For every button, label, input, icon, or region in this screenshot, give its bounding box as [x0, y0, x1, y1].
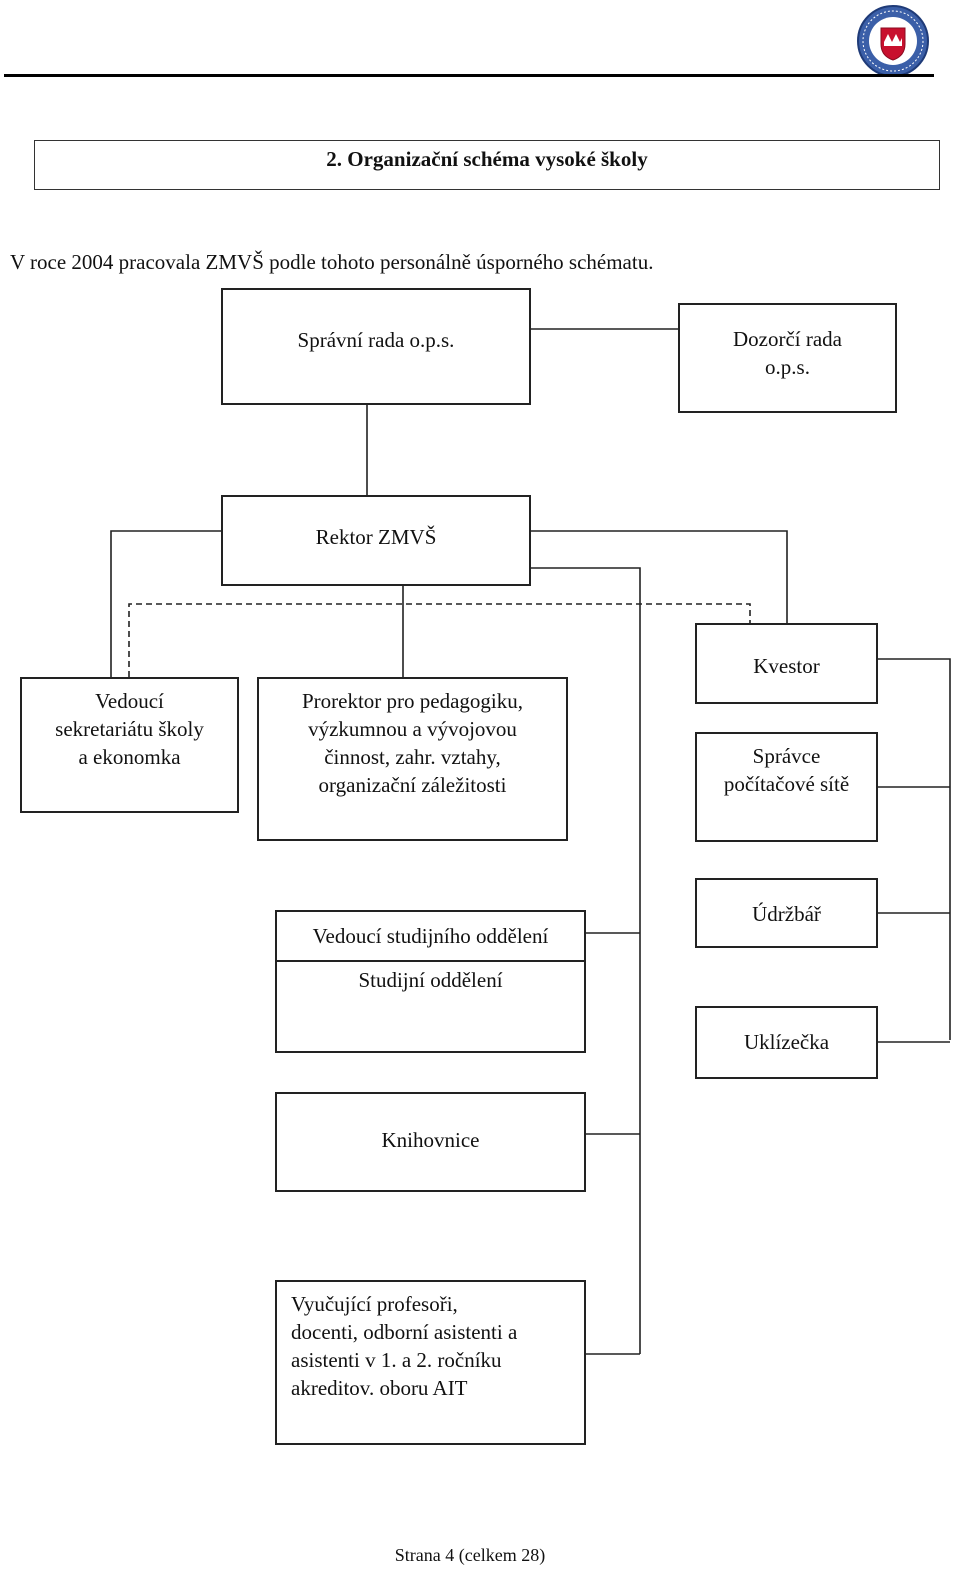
- supervisory-label-line1: Dozorčí rada: [732, 327, 843, 351]
- secretariat-line1: Vedoucí: [95, 689, 164, 713]
- library-label: Knihovnice: [381, 1128, 480, 1152]
- prorector-box: Prorektor pro pedagogiku, výzkumnou a vý…: [257, 677, 568, 841]
- teachers-line4: akreditov. oboru AIT: [291, 1376, 468, 1400]
- header-rule: [4, 74, 934, 77]
- teachers-line2: docenti, odborní asistenti a: [291, 1320, 518, 1344]
- bursar-box: Kvestor: [695, 623, 878, 704]
- section-title: 2. Organizační schéma vysoké školy: [34, 140, 940, 190]
- network-admin-box: Správce počítačové sítě: [695, 732, 878, 842]
- study-dept-label: Studijní oddělení: [358, 968, 503, 992]
- supervisory-board-box: Dozorčí rada o.p.s.: [678, 303, 897, 413]
- school-seal-logo: [857, 5, 929, 77]
- prorector-line1: Prorektor pro pedagogiku,: [301, 689, 524, 713]
- board-box: Správní rada o.p.s.: [221, 288, 531, 405]
- bursar-label: Kvestor: [753, 654, 820, 678]
- study-head-label: Vedoucí studijního oddělení: [277, 912, 584, 962]
- teachers-line3: asistenti v 1. a 2. ročníku: [291, 1348, 502, 1372]
- teachers-line1: Vyučující profesoři,: [291, 1292, 458, 1316]
- prorector-line2: výzkumnou a vývojovou: [308, 717, 517, 741]
- intro-text: V roce 2004 pracovala ZMVŠ podle tohoto …: [10, 250, 654, 274]
- maintenance-box: Údržbář: [695, 878, 878, 948]
- study-department-box: Vedoucí studijního oddělení Studijní odd…: [275, 910, 586, 1053]
- network-admin-line1: Správce: [752, 744, 821, 768]
- prorector-line3: činnost, zahr. vztahy,: [324, 745, 501, 769]
- page-footer: Strana 4 (celkem 28): [394, 1545, 546, 1565]
- secretariat-line3: a ekonomka: [78, 745, 181, 769]
- teachers-box: Vyučující profesoři, docenti, odborní as…: [275, 1280, 586, 1445]
- prorector-line4: organizační záležitosti: [318, 773, 507, 797]
- cleaner-label: Uklízečka: [743, 1030, 830, 1054]
- cleaner-box: Uklízečka: [695, 1006, 878, 1079]
- supervisory-label-line2: o.p.s.: [765, 355, 810, 379]
- library-box: Knihovnice: [275, 1092, 586, 1192]
- rector-box: Rektor ZMVŠ: [221, 495, 531, 586]
- rector-label: Rektor ZMVŠ: [315, 525, 437, 549]
- network-admin-line2: počítačové sítě: [723, 772, 850, 796]
- secretariat-line2: sekretariátu školy: [55, 717, 204, 741]
- secretariat-box: Vedoucí sekretariátu školy a ekonomka: [20, 677, 239, 813]
- maintenance-label: Údržbář: [752, 902, 821, 926]
- board-label: Správní rada o.p.s.: [297, 328, 455, 352]
